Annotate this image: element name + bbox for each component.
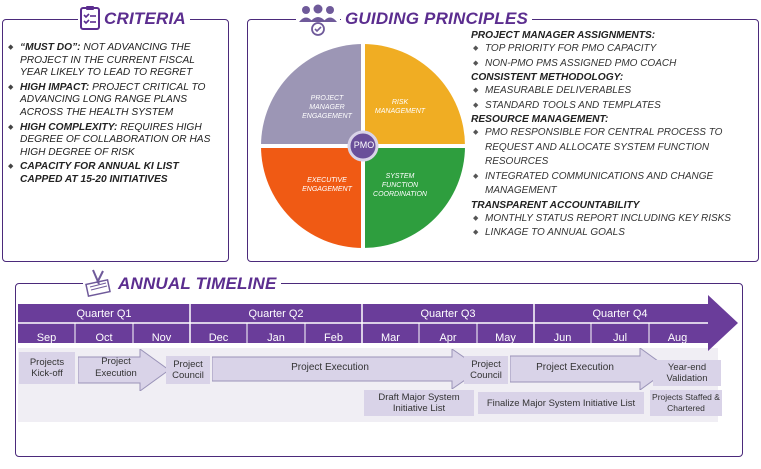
month-apr: Apr <box>439 332 457 344</box>
guiding-principles-title: GUIDING PRINCIPLES <box>341 9 533 29</box>
activity-finalize-list: Finalize Major System Initiative List <box>478 392 644 414</box>
month-feb: Feb <box>324 332 343 344</box>
principle-item: INTEGRATED COMMUNICATIONS AND CHANGE MAN… <box>471 170 756 199</box>
activity-council-2: Project Council <box>464 356 508 384</box>
principle-item: STANDARD TOOLS AND TEMPLATES <box>471 99 756 114</box>
principles-list: PROJECT MANAGER ASSIGNMENTS: TOP PRIORIT… <box>471 29 756 241</box>
pie-slice-executive <box>261 146 363 248</box>
timeline-icon <box>83 268 115 298</box>
quarter-q1: Quarter Q1 <box>76 308 132 320</box>
quarter-q2: Quarter Q2 <box>248 308 304 320</box>
principle-heading: TRANSPARENT ACCOUNTABILITY <box>471 199 640 211</box>
pie-label-pm-engagement: PROJECT MANAGER ENGAGEMENT <box>302 95 352 120</box>
pie-label-system-function: SYSTEM FUNCTION COORDINATION <box>373 173 427 198</box>
principle-heading: RESOURCE MANAGEMENT: <box>471 114 609 125</box>
pmo-pie <box>261 44 465 248</box>
principle-item: TOP PRIORITY FOR PMO CAPACITY <box>471 42 756 57</box>
criteria-list: “MUST DO”: NOT ADVANCING THE PROJECT IN … <box>8 42 213 189</box>
pie-label-risk: RISK MANAGEMENT <box>374 99 426 115</box>
pie-label-executive: EXECUTIVE ENGAGEMENT <box>302 177 352 193</box>
quarter-q3: Quarter Q3 <box>420 308 476 320</box>
month-jun: Jun <box>553 332 572 344</box>
month-oct: Oct <box>95 332 113 344</box>
criteria-title: CRITERIA <box>100 9 190 29</box>
timeline-arrow <box>18 295 738 351</box>
month-jul: Jul <box>612 332 628 344</box>
activity-execution-3: Project Execution <box>536 362 614 373</box>
principle-item: LINKAGE TO ANNUAL GOALS <box>471 226 756 241</box>
principle-heading: CONSISTENT METHODOLOGY: <box>471 72 624 83</box>
principle-item: NON-PMO PMs ASSIGNED PMO COACH <box>471 57 756 72</box>
activity-execution-2: Project Execution <box>291 362 369 373</box>
checklist-icon <box>78 5 102 31</box>
criteria-item: HIGH IMPACT: PROJECT CRITICAL TO ADVANCI… <box>8 82 213 120</box>
criteria-item: CAPACITY FOR ANNUAL KI LIST CAPPED AT 15… <box>8 161 213 186</box>
month-mar: Mar <box>381 332 400 344</box>
month-sep: Sep <box>36 332 57 344</box>
month-jan: Jan <box>267 332 285 344</box>
month-aug: Aug <box>667 332 688 344</box>
criteria-item: “MUST DO”: NOT ADVANCING THE PROJECT IN … <box>8 42 213 80</box>
pie-slice-system-function <box>363 146 465 248</box>
pie-slice-risk <box>363 44 465 146</box>
activity-execution-1: Project Execution <box>95 356 137 379</box>
activity-draft-list: Draft Major System Initiative List <box>364 390 474 416</box>
principle-item: MONTHLY STATUS REPORT INCLUDING KEY RISK… <box>471 212 756 227</box>
activity-staffed: Projects Staffed & Chartered <box>650 390 722 416</box>
principle-heading: PROJECT MANAGER ASSIGNMENTS: <box>471 30 656 41</box>
quarter-q4: Quarter Q4 <box>592 308 648 320</box>
activity-yearend: Year-end Validation <box>653 360 721 386</box>
principle-item: MEASURABLE DELIVERABLES <box>471 84 756 99</box>
execution-arrow-1 <box>78 349 170 391</box>
team-icon <box>296 3 340 37</box>
month-may: May <box>495 332 516 344</box>
month-nov: Nov <box>151 332 172 344</box>
pie-slice-pm-engagement <box>261 44 363 146</box>
criteria-item: HIGH COMPLEXITY: REQUIRES HIGH DEGREE OF… <box>8 122 213 160</box>
activity-kickoff: Projects Kick-off <box>19 352 75 384</box>
pie-center-label: PMO <box>353 140 375 150</box>
month-dec: Dec <box>208 332 229 344</box>
principle-item: PMO RESPONSIBLE FOR CENTRAL PROCESS TO R… <box>471 126 756 170</box>
activity-council-1: Project Council <box>166 356 210 384</box>
timeline-title: ANNUAL TIMELINE <box>114 274 281 294</box>
